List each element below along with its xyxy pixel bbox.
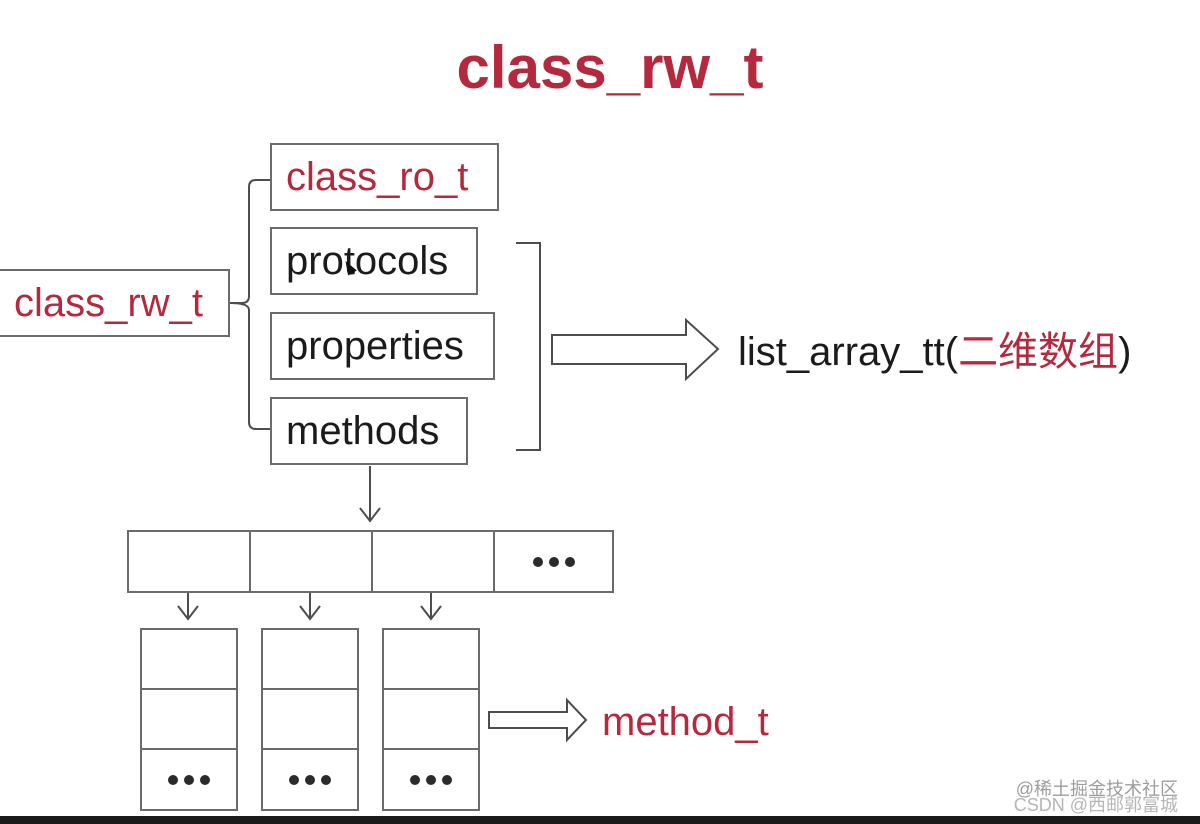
inner-array-ellipsis-cell (140, 748, 238, 811)
properties-box: properties (270, 312, 495, 380)
list-array-suffix: ) (1118, 330, 1132, 374)
inner-array-cell (382, 628, 480, 690)
list-array-highlight: 二维数组 (958, 330, 1119, 374)
properties-label: properties (286, 324, 464, 368)
methods-label: methods (286, 409, 440, 453)
outer-array-cell (249, 530, 373, 593)
methods-box: methods (270, 397, 468, 465)
class-ro-t-label: class_ro_t (286, 155, 469, 199)
outer-array-ellipsis-cell (493, 530, 614, 593)
watermark-line1: @稀土掘金技术社区 (1015, 779, 1178, 799)
ellipsis-dot (532, 556, 543, 567)
outer-array-cell (127, 530, 251, 593)
ellipsis-dot (564, 556, 575, 567)
protocols-label: protocols (286, 239, 449, 283)
inner-array-cell (382, 688, 480, 750)
list-array-prefix: list_array_tt( (738, 330, 959, 374)
inner-array-ellipsis-cell (261, 748, 359, 811)
inner-array-cell (261, 628, 359, 690)
bottom-bar (0, 816, 1200, 824)
method-t-label: method_t (602, 700, 769, 744)
inner-array-ellipsis-cell (382, 748, 480, 811)
inner-array-cell (140, 628, 238, 690)
class-rw-t-box: class_rw_t (0, 269, 230, 337)
list-array-arrow (551, 317, 720, 382)
method-t-arrow (488, 697, 588, 743)
inner-array-cell (140, 688, 238, 750)
member-brace (229, 179, 270, 430)
group-bracket (516, 242, 541, 451)
watermark-line2: CSDN @西邮郭富城 (1013, 795, 1178, 815)
protocols-box: protocols (270, 227, 478, 295)
class-rw-t-label: class_rw_t (14, 281, 203, 325)
ellipsis-dot (548, 556, 559, 567)
class-ro-t-box: class_ro_t (270, 143, 499, 211)
list-array-tt-label: list_array_tt(二维数组) (738, 332, 1131, 372)
inner-array-cell (261, 688, 359, 750)
outer-array-cell (371, 530, 495, 593)
diagram-title: class_rw_t (456, 34, 764, 101)
